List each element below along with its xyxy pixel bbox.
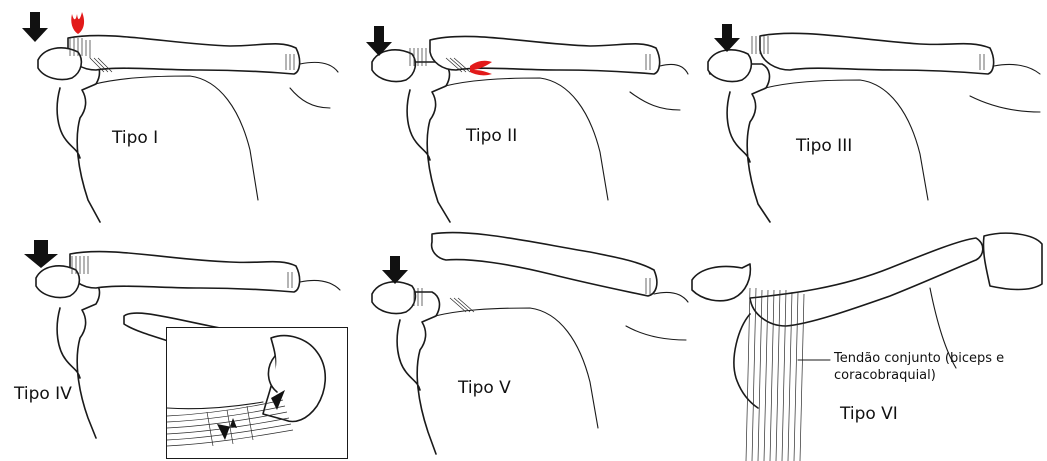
shoulder-illustration [690, 228, 1045, 461]
tendon-annotation: Tendão conjunto (biceps e coracobraquial… [834, 350, 1004, 384]
tipo-label: Tipo V [458, 378, 511, 398]
force-arrow-icon [382, 256, 408, 284]
panel-tipo-4: Tipo IV [0, 228, 350, 461]
annotation-line-1: Tendão conjunto (biceps e [834, 350, 1004, 367]
direction-arrow-icon [217, 418, 237, 440]
shoulder-illustration [700, 0, 1045, 225]
panel-tipo-2: Tipo II [350, 0, 690, 225]
panel-tipo-3: Tipo III [700, 0, 1045, 225]
tipo-label: Tipo II [466, 126, 517, 146]
inset-illustration [167, 328, 349, 460]
shoulder-illustration [0, 0, 340, 225]
force-arrow-icon [24, 240, 58, 268]
tipo-label: Tipo I [112, 128, 158, 148]
tipo-label: Tipo IV [14, 384, 72, 404]
tipo-label: Tipo III [796, 136, 852, 156]
panel-tipo-1: Tipo I [0, 0, 340, 225]
force-arrow-icon [714, 24, 740, 52]
shoulder-illustration [350, 0, 690, 225]
shoulder-illustration [350, 228, 690, 461]
force-arrow-icon [22, 12, 48, 42]
annotation-line-2: coracobraquial) [834, 367, 1004, 384]
inset-detail-box [166, 327, 348, 459]
panel-tipo-6: Tendão conjunto (biceps e coracobraquial… [690, 228, 1045, 461]
injury-mark-icon [71, 12, 84, 34]
tipo-label: Tipo VI [840, 404, 898, 424]
panel-tipo-5: Tipo V [350, 228, 690, 461]
